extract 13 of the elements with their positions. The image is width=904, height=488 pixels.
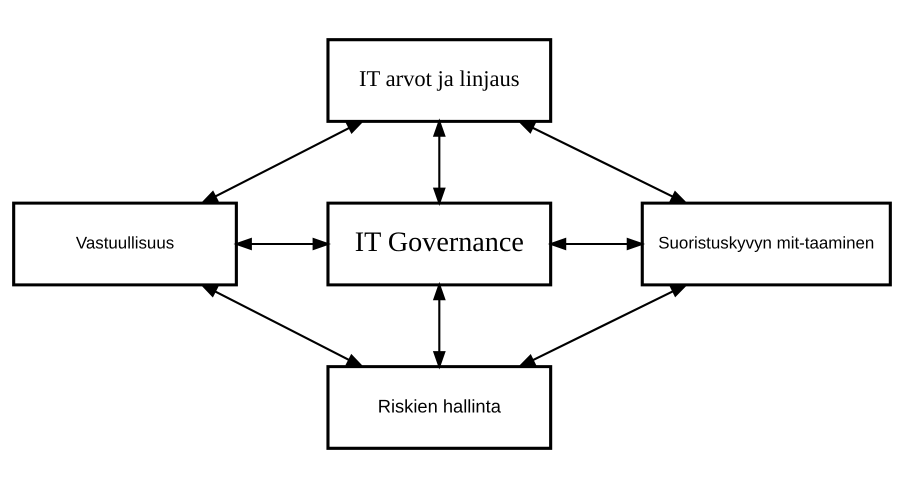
arrow: [234, 238, 331, 250]
node-box: Suoristuskyvyn mit-taaminen: [640, 202, 892, 286]
node-box: Riskien hallinta: [326, 365, 552, 450]
arrow: [200, 120, 365, 204]
node-box: IT arvot ja linjaus: [326, 38, 552, 123]
arrow: [517, 284, 689, 368]
arrow: [199, 283, 365, 368]
arrow: [548, 238, 646, 250]
arrow: [516, 120, 688, 204]
node-box: Vastuullisuus: [12, 202, 238, 286]
arrow: [432, 282, 446, 370]
node-box: IT Governance: [326, 202, 552, 286]
arrow: [432, 118, 446, 206]
